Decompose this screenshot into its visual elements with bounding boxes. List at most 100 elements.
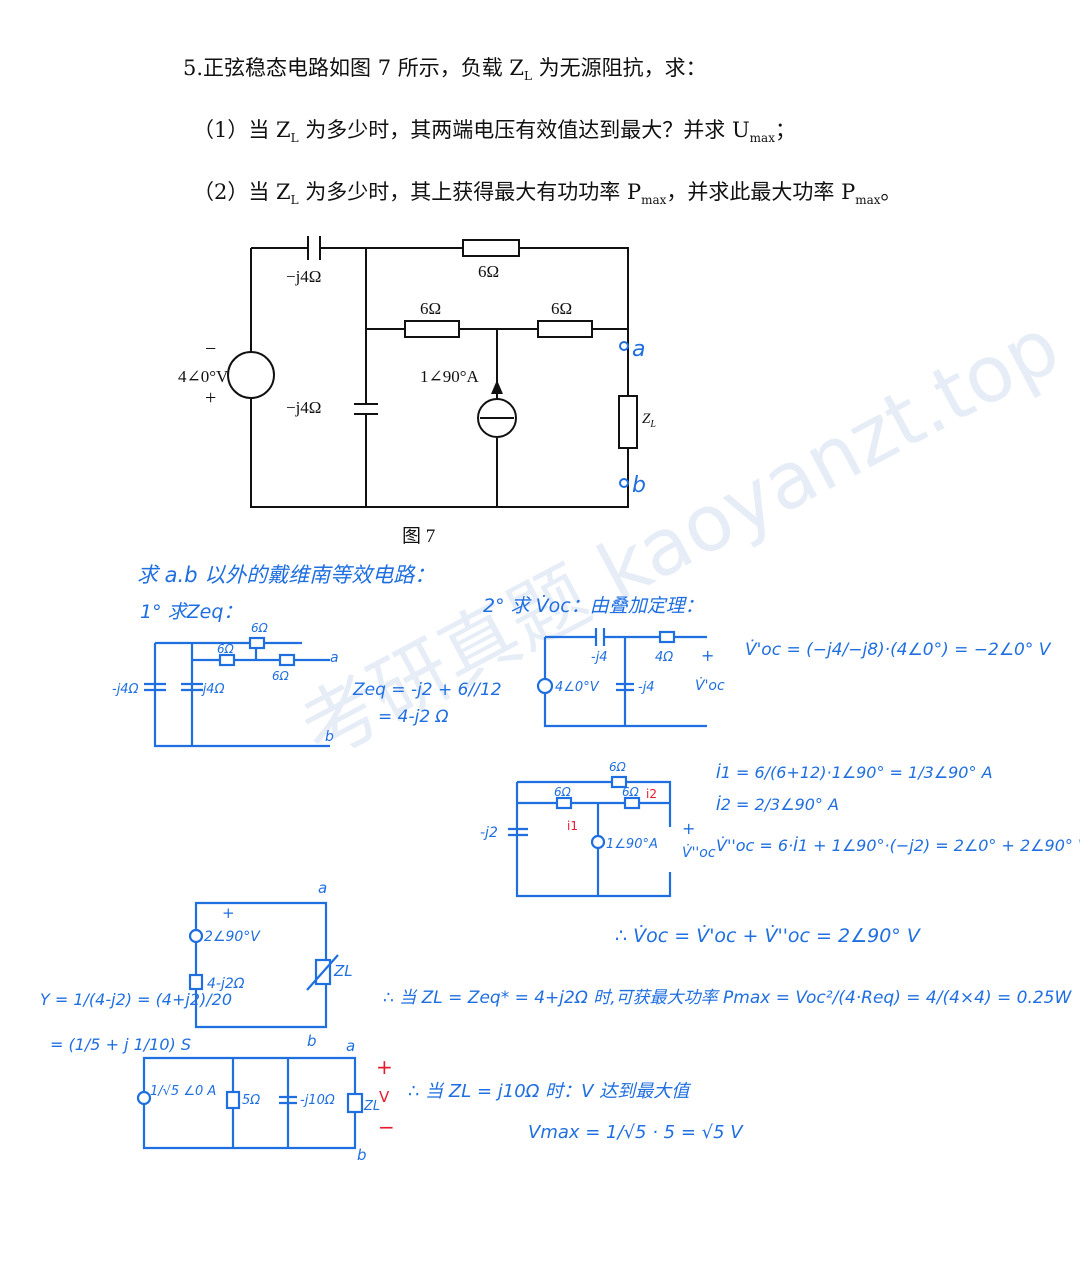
s3-eq-1: İ1 = 6/(6+12)·1∠90° = 1/3∠90° A	[716, 763, 993, 782]
n-b: b	[357, 1146, 367, 1164]
s2-c: -j4	[591, 650, 608, 665]
pmax-line: ∴ 当 ZL = Zeq* = 4+j2Ω 时,可获最大功率 Pmax = Vo…	[383, 988, 1072, 1008]
step2-title: 2° 求 V̇oc：由叠加定理：	[483, 595, 704, 617]
step1-circuit	[144, 636, 330, 748]
current-arrow-icon	[491, 380, 503, 394]
sub-l: L	[524, 69, 532, 84]
figure-7-circuit	[227, 236, 638, 508]
n-v: V	[379, 1088, 390, 1106]
problem-line-3-tail: 。	[880, 180, 902, 204]
s3-r3: 6Ω	[622, 785, 640, 799]
sub-max: max	[749, 131, 775, 146]
label-load: ZL	[642, 411, 656, 430]
n-plus: +	[376, 1055, 393, 1079]
n-src: 1/√5 ∠0 A	[150, 1084, 216, 1099]
step1-a: a	[330, 650, 339, 666]
node-b-mark	[619, 478, 629, 488]
y-line-2: = (1/5 + j 1/10) S	[50, 1035, 191, 1054]
step1-title: 1° 求Zeq：	[140, 601, 242, 623]
s2-r: 4Ω	[655, 650, 673, 665]
th-a: a	[318, 879, 327, 897]
label-cap-top: −j4Ω	[286, 267, 321, 286]
s3-voc: V̇''oc	[682, 844, 716, 861]
s3-r2: 6Ω	[554, 785, 572, 799]
step3-circuit	[508, 775, 672, 898]
resistor-mid-left	[404, 320, 460, 338]
n-r: 5Ω	[242, 1093, 260, 1108]
step1-c1: -j4Ω	[112, 682, 139, 697]
n-a: a	[346, 1037, 355, 1055]
th-plus: +	[222, 904, 235, 922]
problem-line-1: 5.正弦稳态电路如图 7 所示，负载 ZL 为无源阻抗，求：	[183, 52, 707, 83]
label-r-mid-left: 6Ω	[420, 299, 441, 318]
s2-src: 4∠0°V	[555, 680, 600, 695]
problem-line-2-mid: 为多少时，其两端电压有效值达到最大？并求 U	[298, 118, 750, 142]
figure-caption: 图 7	[402, 526, 435, 547]
umax-line-2: Vmax = 1/√5 · 5 = √5 V	[528, 1122, 744, 1143]
label-r-top: 6Ω	[478, 262, 499, 281]
y-line-1: Y = 1/(4-j2) = (4+j2)/20	[40, 990, 232, 1009]
node-a-mark	[619, 341, 629, 351]
zeq-line-2: = 4-j2 Ω	[378, 707, 449, 727]
sub-max: max	[855, 193, 881, 208]
step1-r3: 6Ω	[272, 669, 290, 683]
th-b: b	[307, 1032, 317, 1050]
s3-eq-2: İ2 = 2/3∠90° A	[716, 795, 839, 814]
label-source-i: 1∠90°A	[420, 367, 480, 386]
s3-plus: +	[682, 819, 695, 838]
th-src: 2∠90°V	[204, 929, 261, 945]
thevenin-circuit	[188, 901, 339, 1029]
zeq-line-1: Zeq = -j2 + 6//12	[352, 680, 502, 700]
step2-circuit	[536, 628, 707, 728]
load-resistor	[618, 395, 638, 449]
voltage-source-icon	[227, 351, 275, 399]
problem-line-2-pre: （1）当 Z	[193, 118, 291, 142]
step1-r2: 6Ω	[217, 642, 235, 656]
label-source-v: 4∠0°V	[178, 367, 229, 386]
step1-b: b	[325, 729, 334, 745]
label-source-plus: +	[205, 387, 216, 409]
s2-plus: +	[701, 646, 714, 665]
n-c: -j10Ω	[300, 1093, 335, 1108]
label-cap-mid: −j4Ω	[286, 398, 321, 417]
problem-line-3: （2）当 ZL 为多少时，其上获得最大有功功率 Pmax，并求此最大功率 Pma…	[193, 176, 902, 207]
sub-max: max	[641, 193, 667, 208]
problem-line-3-mid2: ，并求此最大功率 P	[666, 180, 856, 204]
s2-voc: V̇'oc	[695, 677, 725, 694]
step1-r1: 6Ω	[251, 621, 269, 635]
problem-line-2: （1）当 ZL 为多少时，其两端电压有效值达到最大？并求 Umax；	[193, 114, 796, 145]
solution-heading: 求 a.b 以外的戴维南等效电路：	[137, 563, 435, 587]
label-r-mid-right: 6Ω	[551, 299, 572, 318]
s3-i1: i1	[567, 819, 578, 833]
s2-equation: V̇'oc = (−j4/−j8)·(4∠0°) = −2∠0° V	[745, 639, 1052, 660]
norton-circuit	[136, 1056, 364, 1150]
voc-total: ∴ V̇oc = V̇'oc + V̇''oc = 2∠90° V	[615, 925, 922, 947]
s3-c: -j2	[480, 825, 498, 841]
sub-l: L	[290, 193, 299, 208]
label-source-minus: −	[205, 338, 216, 360]
th-zl: ZL	[333, 962, 353, 980]
problem-line-3-mid: 为多少时，其上获得最大有功功率 P	[298, 180, 642, 204]
resistor-top	[462, 239, 520, 257]
step1-c2: -j4Ω	[198, 682, 225, 697]
s3-r1: 6Ω	[609, 760, 627, 774]
s3-i2: i2	[646, 787, 657, 801]
th-r: 4-j2Ω	[207, 976, 245, 992]
problem-line-1-text: 5.正弦稳态电路如图 7 所示，负载 Z	[183, 56, 525, 80]
problem-line-1-tail: 为无源阻抗，求：	[531, 56, 707, 80]
wire-top	[251, 247, 629, 340]
sub-l: L	[290, 131, 299, 146]
problem-line-3-pre: （2）当 Z	[193, 180, 291, 204]
resistor-mid-right	[537, 320, 593, 338]
problem-line-2-tail: ；	[774, 118, 796, 142]
n-minus: −	[378, 1115, 395, 1139]
capacitor-top	[307, 236, 321, 260]
n-zl: ZL	[363, 1099, 380, 1114]
umax-line-1: ∴ 当 ZL = j10Ω 时：V 达到最大值	[408, 1081, 692, 1102]
s2-c2: -j4	[638, 680, 655, 695]
s3-eq-3: V̇''oc = 6·İ1 + 1∠90°·(−j2) = 2∠0° + 2∠9…	[716, 836, 1080, 855]
node-b-label: b	[632, 473, 646, 498]
capacitor-mid	[354, 403, 378, 415]
s3-src: 1∠90°A	[606, 837, 658, 852]
